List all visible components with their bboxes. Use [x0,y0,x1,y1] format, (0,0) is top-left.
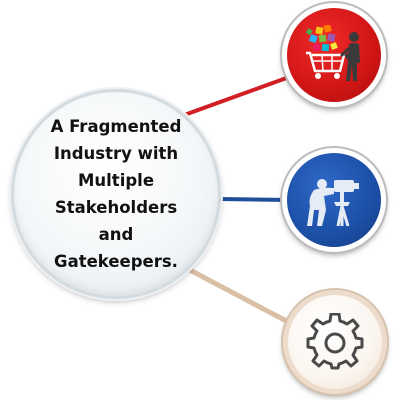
central-topic-line: A Fragmented [50,117,182,136]
central-topic-line: Industry with [53,144,179,163]
central-topic-line: Multiple [77,171,155,190]
central-topic-line: Gatekeepers. [54,252,178,271]
retail-node [280,1,388,109]
shopping-cart-person-icon [302,25,366,85]
central-topic-line: and [98,225,134,244]
central-topic-text: A Fragmented Industry with Multiple Stak… [31,113,201,275]
central-topic-circle: A Fragmented Industry with Multiple Stak… [11,89,221,299]
gear-icon [306,313,364,371]
connector-red [174,74,294,120]
central-topic-line: Stakeholders [54,198,178,217]
engineer-at-machine-icon [304,170,364,230]
engineering-node [280,146,388,254]
connector-blue [216,197,290,202]
connector-cream [183,265,295,327]
settings-node [281,288,389,396]
